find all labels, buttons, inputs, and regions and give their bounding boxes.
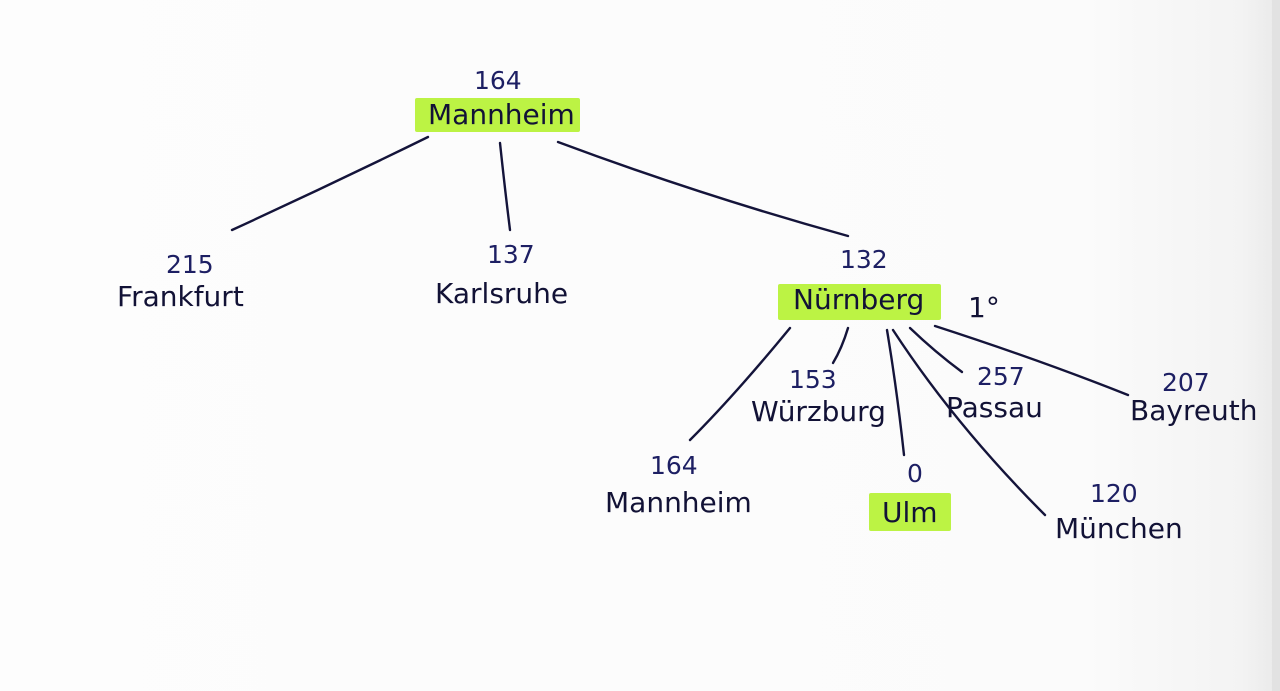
root-value: 164 bbox=[474, 66, 522, 95]
edge-nuernberg-ulm bbox=[885, 328, 906, 457]
edge-mannheim-nuernberg bbox=[556, 140, 850, 238]
edge-nuernberg-wuerzburg bbox=[831, 326, 850, 365]
passau-label: Passau bbox=[946, 391, 1043, 424]
edge-mannheim-karlsruhe bbox=[498, 141, 512, 232]
wuerzburg-label: Würzburg bbox=[751, 395, 886, 428]
root-label: Mannheim bbox=[428, 98, 575, 131]
frankfurt-value: 215 bbox=[166, 250, 214, 279]
bayreuth-value: 207 bbox=[1162, 368, 1210, 397]
root-highlight bbox=[415, 98, 580, 132]
bayreuth-label: Bayreuth bbox=[1130, 394, 1258, 427]
mannheim2-value: 164 bbox=[650, 451, 698, 480]
karlsruhe-label: Karlsruhe bbox=[435, 277, 569, 310]
edge-nuernberg-passau bbox=[908, 326, 964, 374]
paper-edge bbox=[1272, 0, 1280, 691]
ulm-label: Ulm bbox=[882, 496, 938, 529]
ulm-value: 0 bbox=[907, 459, 923, 488]
nuernberg-value: 132 bbox=[840, 245, 888, 274]
edge-nuernberg-muenchen bbox=[891, 328, 1047, 517]
nuernberg-highlight bbox=[778, 284, 941, 320]
expansion-note: 1° bbox=[968, 291, 1000, 324]
nuernberg-label: Nürnberg bbox=[793, 283, 925, 316]
edge-nuernberg-bayreuth bbox=[933, 324, 1130, 397]
frankfurt-label: Frankfurt bbox=[117, 280, 244, 313]
mannheim2-label: Mannheim bbox=[605, 486, 752, 519]
wuerzburg-value: 153 bbox=[789, 365, 837, 394]
edge-mannheim-frankfurt bbox=[230, 135, 430, 232]
karlsruhe-value: 137 bbox=[487, 240, 535, 269]
edge-nuernberg-mannheim bbox=[688, 326, 792, 442]
muenchen-value: 120 bbox=[1090, 479, 1138, 508]
muenchen-label: München bbox=[1055, 512, 1183, 545]
ulm-highlight bbox=[869, 493, 951, 531]
passau-value: 257 bbox=[977, 362, 1025, 391]
